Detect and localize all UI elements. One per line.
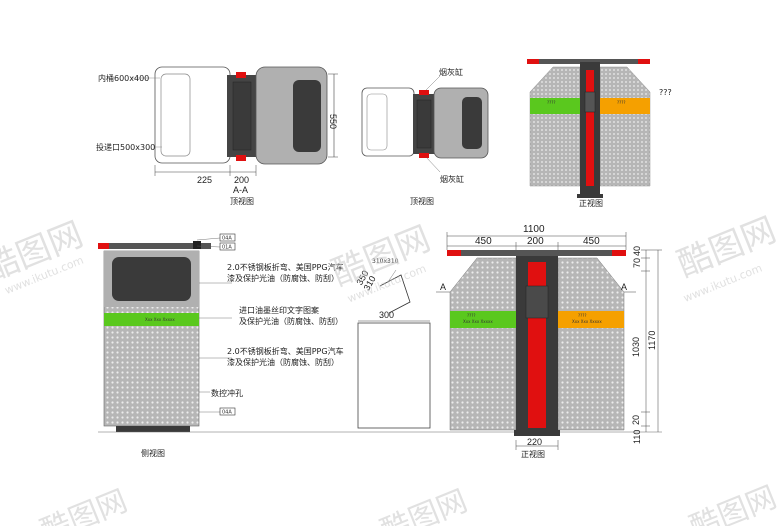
- opening-label: 投递口500x300: [96, 142, 155, 152]
- dim-20: 20: [631, 415, 641, 425]
- note-2-line1: 进口油墨丝印文字图案: [239, 305, 319, 315]
- panel-sub-orange: Xxx Xxx Xxxxx: [572, 319, 602, 324]
- dim-1030: 1030: [631, 337, 641, 357]
- dim-70: 70: [632, 258, 642, 268]
- side-view: [98, 233, 236, 432]
- top-view-2-title: 顶视图: [410, 196, 434, 206]
- top-view-2: [361, 75, 489, 173]
- dim-220: 220: [527, 437, 542, 447]
- dim-300: 300: [379, 310, 394, 320]
- dim-200-top: 200: [234, 175, 249, 185]
- ashtray-label-bottom: 烟灰缸: [440, 174, 464, 184]
- dim-40: 40: [632, 246, 642, 256]
- dim-310x310: 310x310: [372, 258, 399, 265]
- mark-a-left: A: [440, 282, 446, 292]
- top-view-1: [131, 66, 338, 176]
- front-view-large-title: 正视图: [521, 449, 545, 459]
- note-3-line1: 2.0不锈钢板折弯、美国PPG汽车: [227, 346, 344, 356]
- dim-200-mid: 200: [527, 236, 544, 247]
- front-view-small-title: 正视图: [579, 198, 603, 208]
- ashtray-label-top: 烟灰缸: [439, 67, 463, 77]
- note-1-line2: 漆及保护光油（防腐蚀、防刮）: [227, 273, 339, 283]
- top-view-1-title: 顶视图: [230, 196, 254, 206]
- tag-01a: 01A: [222, 245, 232, 251]
- note-2-line2: 及保护光油（防腐蚀、防刮）: [239, 316, 343, 326]
- panel-text-green-small: ????: [547, 100, 556, 105]
- note-4: 数控冲孔: [211, 388, 243, 398]
- tag-04a-top: 04A: [222, 236, 232, 242]
- ashtray-detail: [357, 269, 431, 429]
- dim-450-right: 450: [583, 236, 600, 247]
- dim-1100: 1100: [523, 224, 545, 235]
- mark-a-right: A: [621, 282, 627, 292]
- front-view-large: [436, 232, 662, 450]
- dim-550: 550: [328, 114, 338, 129]
- section-aa-label: A-A: [233, 185, 248, 195]
- dim-450-left: 450: [475, 236, 492, 247]
- panel-text-orange-small: ????: [617, 100, 626, 105]
- dim-225: 225: [197, 175, 212, 185]
- watermark-brand-bottom-mid: 酷图网: [376, 484, 473, 526]
- note-3-line2: 漆及保护光油（防腐蚀、防刮）: [227, 357, 339, 367]
- watermark-brand-bottom-right: 酷图网: [685, 480, 777, 526]
- panel-text-orange: ????: [578, 313, 587, 318]
- panel-sub-side: Xxx Xxx Xxxxx: [145, 317, 175, 322]
- side-view-title: 侧视图: [141, 448, 165, 458]
- front-view-small: [527, 59, 651, 198]
- dim-1170: 1170: [647, 331, 657, 350]
- watermark-brand-bottom-left: 酷图网: [36, 484, 133, 526]
- panel-sub-green: Xxx Xxx Xxxxx: [463, 319, 493, 324]
- tag-04a-bottom: 04A: [222, 410, 232, 416]
- panel-text-green: ????: [467, 313, 476, 318]
- dim-110: 110: [632, 430, 642, 444]
- note-1-line1: 2.0不锈钢板折弯、美国PPG汽车: [227, 262, 344, 272]
- inner-bucket-label: 内桶600x400: [98, 73, 149, 83]
- question-marks: ???: [659, 88, 672, 97]
